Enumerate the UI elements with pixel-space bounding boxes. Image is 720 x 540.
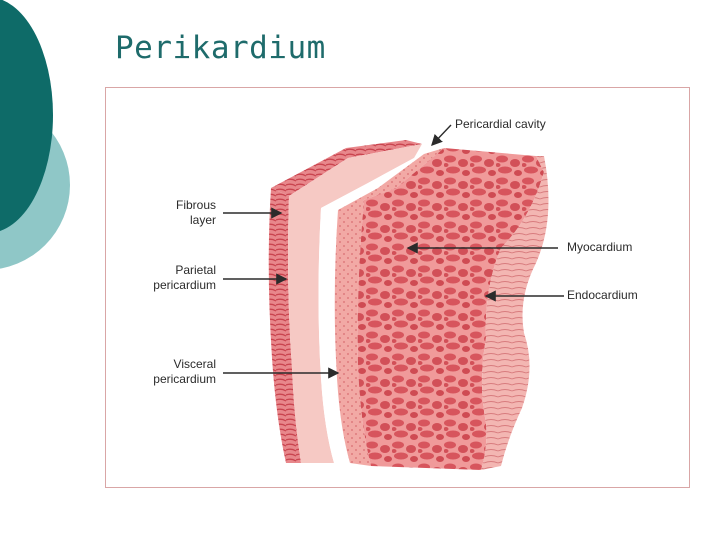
label-fibrous-layer: Fibrous layer [126, 198, 216, 228]
dark-circle [0, 0, 53, 231]
figure-frame: Pericardial cavity Fibrous layer Parieta… [105, 87, 690, 488]
fibrous-layer-top [271, 140, 422, 196]
endocardium-layer [481, 156, 549, 470]
label-visceral-pericardium: Visceral pericardium [126, 357, 216, 387]
label-fibrous-line-1: Fibrous [175, 198, 216, 212]
label-myocardium: Myocardium [567, 240, 633, 254]
label-pericardial-cavity: Pericardial cavity [455, 117, 546, 131]
label-fibrous-line-2: layer [189, 213, 216, 227]
myocardium-block [357, 148, 544, 470]
decorative-circles [0, 0, 70, 269]
label-parietal-line-1: Parietal [175, 263, 216, 277]
pericardial-cavity-gap [318, 154, 424, 463]
label-parietal-line-2: pericardium [153, 278, 216, 292]
arrow-pericardial-cavity [431, 124, 452, 147]
label-visceral-line-2: pericardium [153, 372, 216, 386]
slide-title: Perikardium [115, 30, 326, 66]
label-parietal-pericardium: Parietal pericardium [126, 263, 216, 293]
visceral-pericardium-band [334, 148, 444, 466]
label-visceral-line-1: Visceral [173, 357, 216, 371]
label-endocardium: Endocardium [567, 288, 638, 302]
parietal-pericardium-band [288, 144, 422, 463]
fibrous-layer-front [268, 188, 301, 463]
pericardium-diagram [223, 124, 564, 470]
